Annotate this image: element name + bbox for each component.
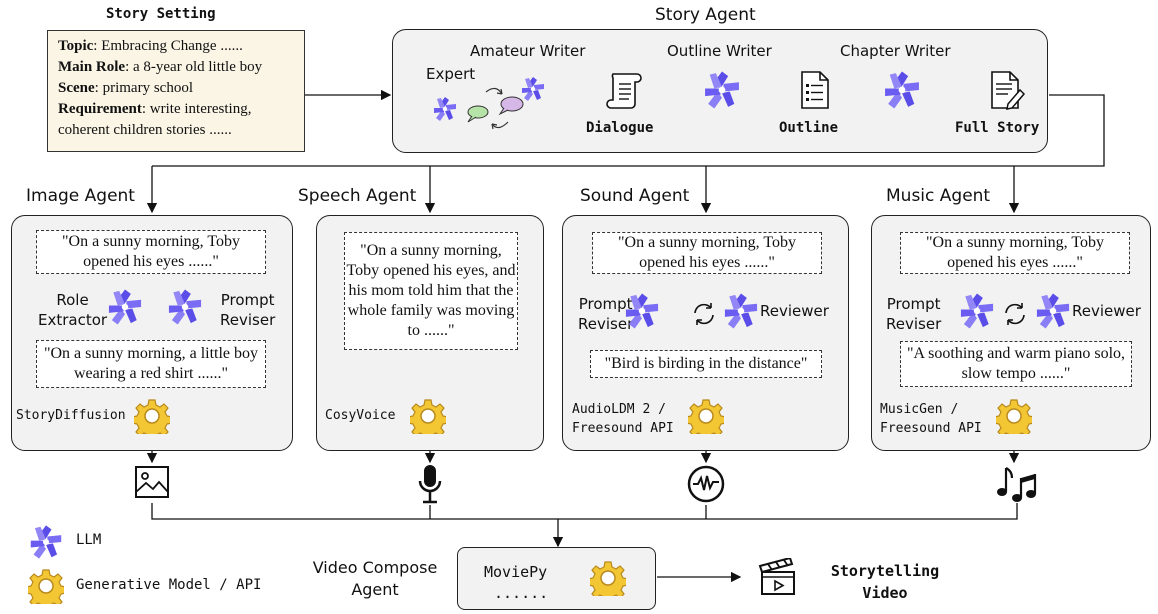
cosyvoice-label: CosyVoice [325,408,396,423]
setting-requirement-cont: coherent children stories ...... [58,122,232,138]
gear-icon [996,398,1032,434]
legend-llm-label: LLM [76,532,102,548]
music-agent-title: Music Agent [886,186,991,206]
story-agent-title: Story Agent [655,5,756,25]
llm-icon [166,288,204,326]
sound-agent-title: Sound Agent [580,186,690,206]
gear-icon [688,398,724,434]
setting-scene: Scene: primary school [58,80,193,96]
image-input-quote: "On a sunny morning, Toby opened his eye… [36,230,266,274]
setting-main-role: Main Role: a 8-year old little boy [58,59,263,75]
gear-icon [28,568,64,604]
image-agent-title: Image Agent [26,186,135,206]
story-setting-title: Story Setting [106,6,216,22]
legend-generative-label: Generative Model / API [76,577,262,593]
gear-icon [590,560,626,596]
music-reviewer-label: Reviewer [1072,302,1141,320]
llm-icon [432,96,458,122]
story-setting-box: Topic: Embracing Change ...... Main Role… [47,30,305,152]
chapter-writer-label: Chapter Writer [840,42,951,60]
expert-label: Expert [426,65,476,83]
outline-writer-label: Outline Writer [667,42,772,60]
llm-icon [28,524,64,560]
sound-reviewer-label: Reviewer [760,302,829,320]
setting-topic: Topic: Embracing Change ...... [58,38,243,54]
audioldm-label: AudioLDM 2 /Freesound API [572,402,674,436]
outline-label: Outline [779,120,839,136]
llm-icon [1034,292,1072,330]
sound-output-quote: "Bird is birding in the distance" [590,350,822,378]
dialogue-label: Dialogue [586,120,654,136]
refresh-cycle-icon [1002,301,1028,327]
llm-icon [106,288,144,326]
llm-icon [702,70,742,110]
llm-icon [623,292,661,330]
document-list-icon [801,71,829,109]
storydiffusion-label: StoryDiffusion [16,408,126,423]
gear-icon [410,398,446,434]
setting-requirement: Requirement: write interesting, [58,101,252,117]
audio-wave-icon [687,465,725,503]
gear-icon [134,398,170,434]
compose-ellipsis: ...... [494,584,549,602]
llm-icon [958,292,996,330]
moviepy-label: MoviePy [484,563,548,581]
llm-icon [882,70,922,110]
amateur-writer-label: Amateur Writer [470,42,586,60]
discussion-bubbles-icon [467,87,524,130]
sound-input-quote: "On a sunny morning, Toby opened his eye… [592,232,822,274]
document-edit-icon [991,71,1026,110]
speech-input-quote: "On a sunny morning, Toby opened his eye… [344,232,518,350]
image-icon [135,466,169,498]
microphone-icon [418,465,442,504]
music-output-quote: "A soothing and warm piano solo, slow te… [900,341,1132,387]
music-notes-icon [997,467,1037,502]
full-story-label: Full Story [955,120,1040,136]
refresh-cycle-icon [691,301,717,327]
music-input-quote: "On a sunny morning, Toby opened his eye… [900,232,1130,274]
image-output-quote: "On a sunny morning, a little boy wearin… [36,340,266,388]
speech-agent-title: Speech Agent [298,186,417,206]
llm-icon [722,292,760,330]
scroll-icon [606,73,642,109]
musicgen-label: MusicGen /Freesound API [880,402,982,436]
clapperboard-icon [758,558,795,595]
